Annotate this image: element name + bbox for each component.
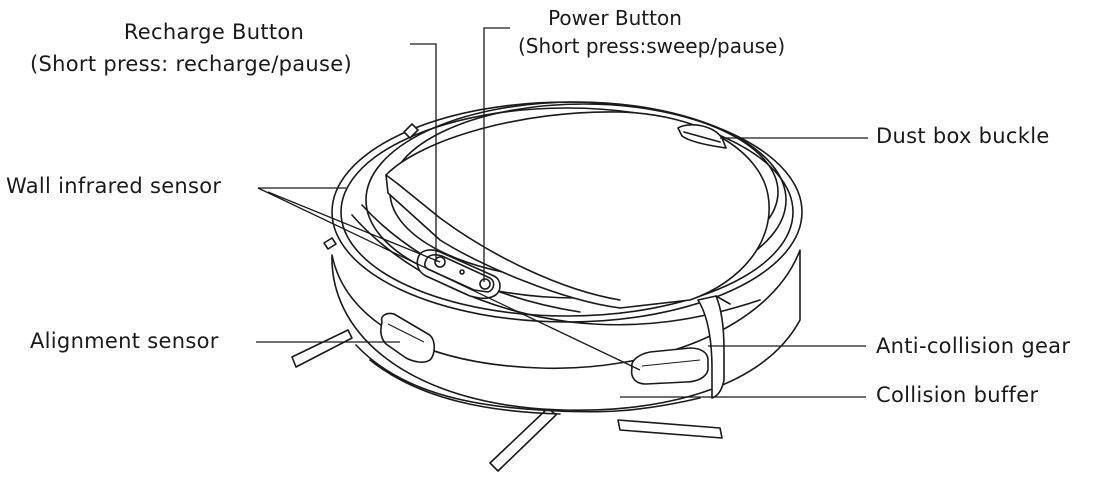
leader-wall-infrared-sensor-lower [257, 187, 641, 371]
power-button-note: (Short press:sweep/pause) [518, 34, 786, 58]
front-collision-window [630, 347, 709, 385]
leader-recharge-button [410, 43, 437, 262]
rim-clip-left [403, 123, 419, 139]
alignment-sensor-window [380, 312, 436, 363]
side-brush-left [291, 237, 353, 368]
collision-buffer-label: Collision buffer [876, 383, 1039, 407]
side-brush-bottom [489, 407, 557, 472]
anti-collision-gear-label: Anti-collision gear [876, 334, 1071, 358]
dust-box-lid [385, 111, 770, 309]
dust-box-buckle-label: Dust box buckle [876, 124, 1050, 148]
recharge-button-note: (Short press: recharge/pause) [30, 52, 352, 76]
dust-box-buckle [677, 124, 727, 149]
alignment-sensor-label: Alignment sensor [30, 329, 219, 353]
recharge-button-title: Recharge Button [123, 20, 305, 44]
leader-power-button [483, 27, 510, 282]
wall-infrared-sensor-label: Wall infrared sensor [6, 174, 222, 198]
leader-wall-infrared-sensor-mid [267, 191, 441, 263]
power-button-title: Power Button [548, 6, 682, 30]
anti-collision-gear [697, 295, 731, 399]
button-panel [416, 249, 501, 300]
side-brush-right [617, 419, 723, 439]
leader-lines [256, 27, 868, 398]
